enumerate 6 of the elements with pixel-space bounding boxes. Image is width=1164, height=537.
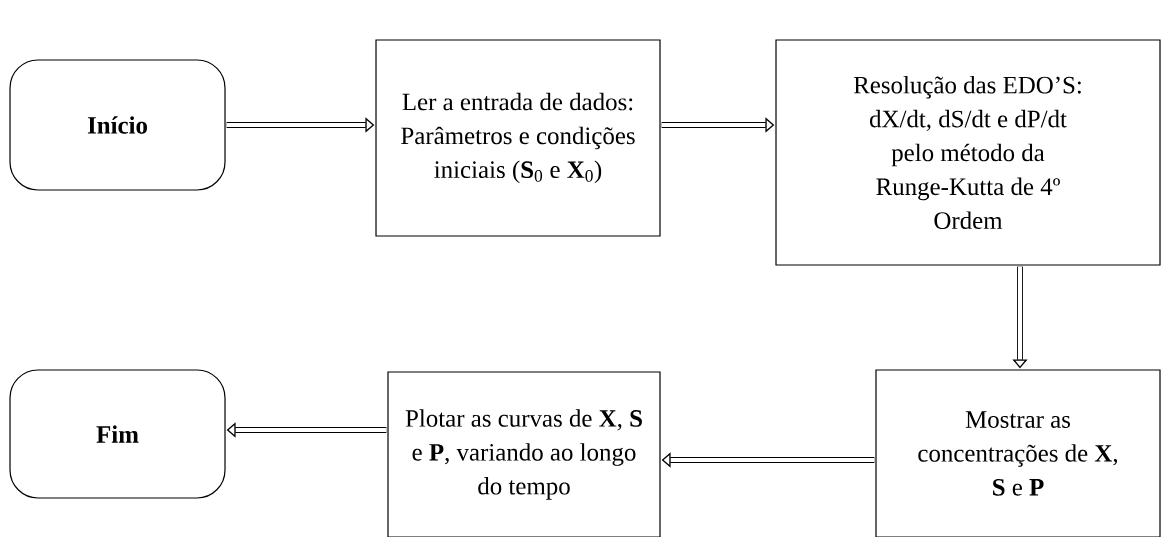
process-box: Mostrar as concentrações de X, S e P bbox=[875, 369, 1161, 537]
process-box: Plotar as curvas de X, S e P, variando ao longo do tempo bbox=[387, 371, 661, 537]
process-box: Ler a entrada de dados: Parâmetros e condições iniciais (S$_{0}$ e X$_{0}$) bbox=[375, 39, 661, 237]
terminal-box: Início bbox=[9, 59, 226, 191]
terminal-box: Fim bbox=[9, 369, 226, 499]
process-box: Resolução das EDO’S: dX/dt, dS/dt e dP/dt pelo método da Runge-Kutta de 4º Ordem bbox=[775, 39, 1161, 266]
